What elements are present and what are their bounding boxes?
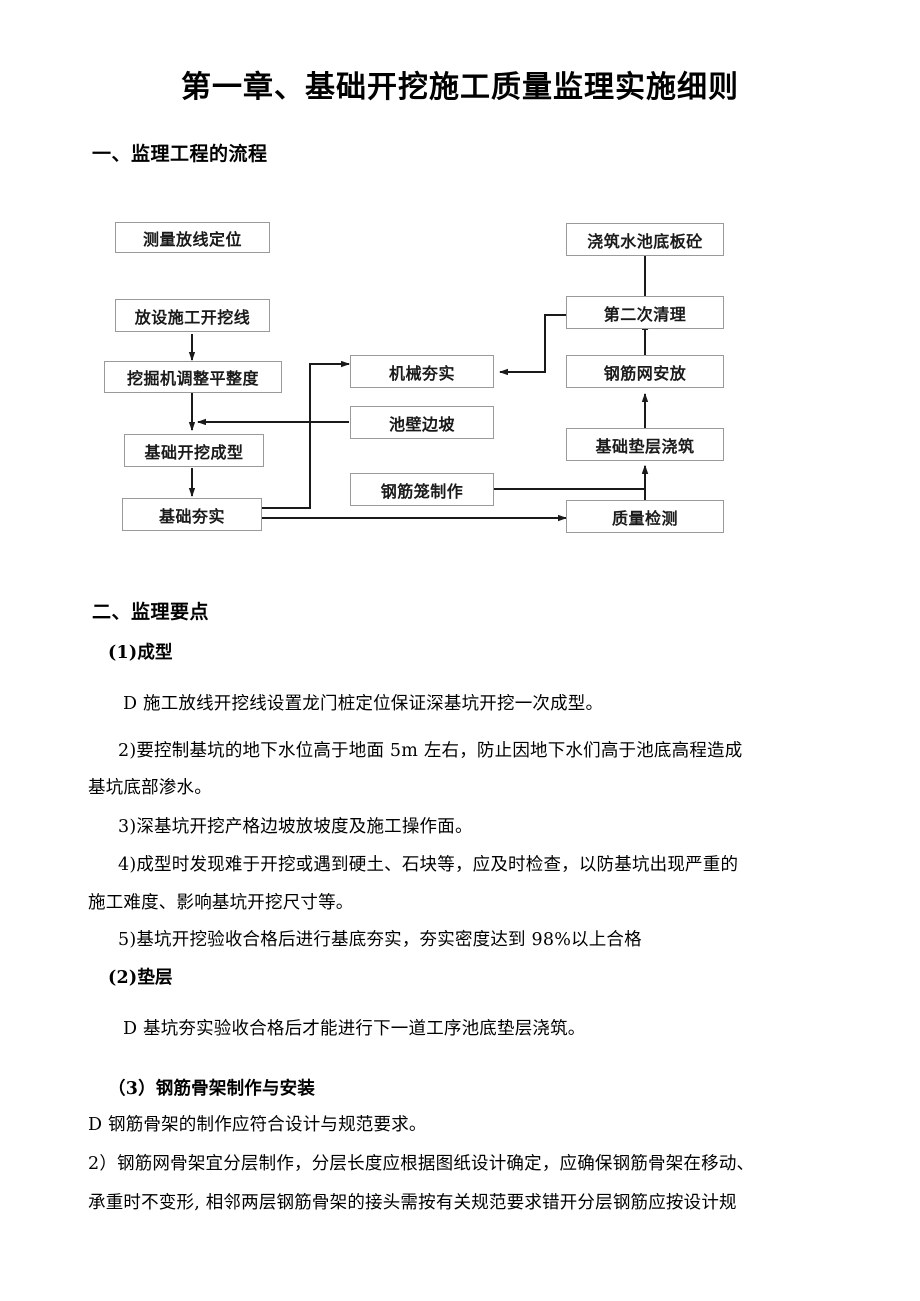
point-item-1-line-1: D 施工放线开挖线设置龙门桩定位保证深基坑开挖一次成型。 [123, 694, 604, 714]
point-item-2-label: (2)垫层 [108, 968, 173, 988]
page-title: 第一章、基础开挖施工质量监理实施细则 [181, 70, 739, 105]
flow-node-mechanical-tamping: 机械夯实 [350, 355, 494, 388]
flow-node-measurement-layout: 测量放线定位 [115, 222, 270, 253]
section-heading-flow: 一、监理工程的流程 [92, 143, 268, 165]
point-item-3-label: （3）钢筋骨架制作与安装 [108, 1079, 316, 1099]
point-item-1-line-5: 4)成型时发现难于开挖或遇到硬土、石块等，应及时检查，以防基坑出现严重的 [118, 855, 739, 875]
point-item-1-line-3: 基坑底部渗水。 [88, 778, 212, 798]
point-item-2-line-1: D 基坑夯实验收合格后才能进行下一道工序池底垫层浇筑。 [123, 1019, 586, 1039]
point-item-1-line-6: 施工难度、影响基坑开挖尺寸等。 [88, 893, 354, 913]
flow-node-pour-pool-bottom-concrete: 浇筑水池底板砼 [566, 223, 724, 256]
flow-node-rebar-mesh-placement: 钢筋网安放 [566, 355, 724, 388]
point-item-1-line-2: 2)要控制基坑的地下水位高于地面 5m 左右，防止因地下水们高于池底高程造成 [118, 741, 743, 761]
point-item-1-line-7: 5)基坑开挖验收合格后进行基底夯实，夯实密度达到 98%以上合格 [118, 930, 642, 950]
point-item-3-line-1: D 钢筋骨架的制作应符合设计与规范要求。 [88, 1115, 427, 1135]
flow-node-foundation-cushion-pour: 基础垫层浇筑 [566, 428, 724, 461]
point-item-3-line-2: 2）钢筋网骨架宜分层制作，分层长度应根据图纸设计确定，应确保钢筋骨架在移动、 [88, 1154, 755, 1174]
point-item-1-line-4: 3)深基坑开挖产格边坡放坡度及施工操作面。 [118, 817, 473, 837]
flow-node-foundation-excavation-shape: 基础开挖成型 [124, 434, 264, 467]
flow-node-rebar-cage-fabrication: 钢筋笼制作 [350, 473, 494, 506]
section-heading-points: 二、监理要点 [92, 601, 210, 623]
flow-node-pool-wall-slope: 池壁边坡 [350, 406, 494, 439]
flow-node-set-excavation-line: 放设施工开挖线 [115, 299, 270, 332]
point-item-1-label: (1)成型 [108, 643, 173, 663]
flow-node-foundation-tamping: 基础夯实 [122, 498, 262, 531]
point-item-3-line-3: 承重时不变形, 相邻两层钢筋骨架的接头需按有关规范要求错开分层钢筋应按设计规 [88, 1193, 737, 1213]
flow-node-second-cleaning: 第二次清理 [566, 296, 724, 329]
flow-node-quality-inspection: 质量检测 [566, 500, 724, 533]
flow-node-excavator-level: 挖掘机调整平整度 [104, 361, 282, 393]
